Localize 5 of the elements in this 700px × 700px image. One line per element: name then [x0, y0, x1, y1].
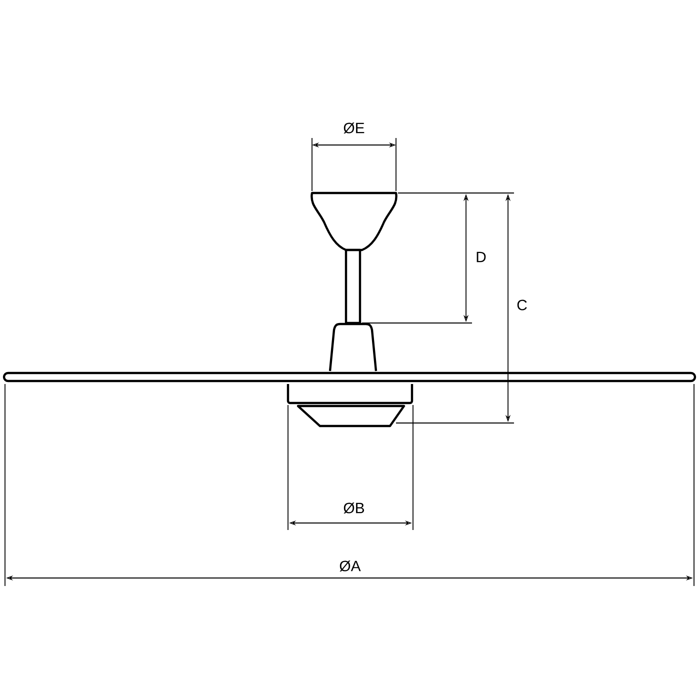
dimension-label: ØA [340, 560, 361, 572]
dimension-label: C [517, 300, 527, 310]
dimension-label: ØE [344, 122, 364, 134]
dimension-label: ØB [344, 502, 364, 514]
dimension-label: D [476, 252, 486, 262]
